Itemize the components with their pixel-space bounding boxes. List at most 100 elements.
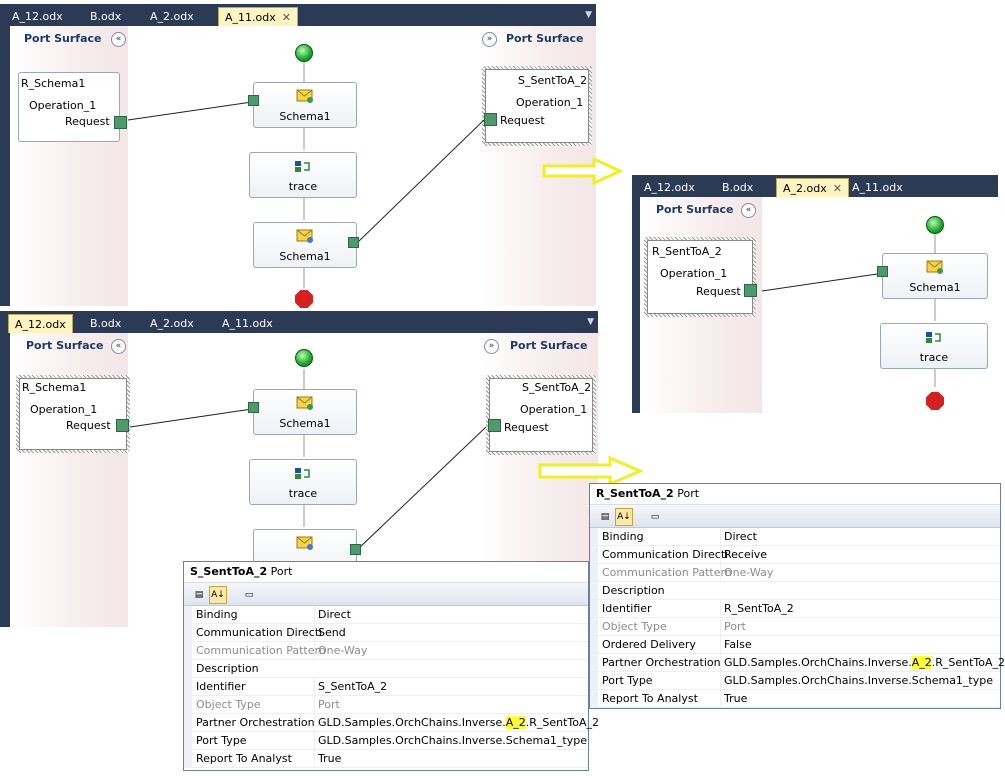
receive-shape-schema1[interactable]: Schema1: [877, 253, 988, 299]
tab-a11[interactable]: A_11.odx✕: [218, 7, 298, 27]
shape-connector[interactable]: [877, 266, 888, 277]
tab-a2[interactable]: A_2.odx: [150, 317, 194, 330]
collapse-right-icon[interactable]: »: [482, 32, 497, 47]
property-value[interactable]: Direct: [720, 528, 1000, 545]
close-icon[interactable]: ✕: [832, 182, 842, 195]
property-pages-icon[interactable]: ▭: [650, 512, 660, 522]
alphabetical-icon[interactable]: A↓: [209, 586, 227, 604]
expression-shape-trace[interactable]: trace: [249, 152, 357, 198]
tab-b[interactable]: B.odx: [722, 181, 754, 194]
tab-a12[interactable]: A_12.odx: [644, 181, 695, 194]
shape-connector[interactable]: [248, 95, 259, 106]
window-frame: [632, 197, 640, 413]
start-icon[interactable]: [295, 44, 313, 62]
shape-connector[interactable]: [248, 402, 259, 413]
shape-connector[interactable]: [348, 237, 359, 248]
property-value[interactable]: Send: [314, 624, 588, 641]
property-value[interactable]: True: [314, 750, 588, 767]
close-icon[interactable]: ✕: [281, 11, 291, 24]
property-name: Identifier: [196, 680, 246, 693]
stop-icon[interactable]: [295, 290, 313, 308]
collapse-left-icon[interactable]: «: [111, 339, 126, 354]
shape-connector[interactable]: [350, 544, 361, 555]
expression-shape-trace[interactable]: trace: [880, 323, 988, 369]
port-connector[interactable]: [484, 113, 497, 126]
port-r-schema1[interactable]: R_Schema1 Operation_1 Request: [18, 72, 127, 142]
property-row[interactable]: Description: [590, 582, 1000, 600]
port-connector[interactable]: [116, 419, 129, 432]
tab-a12[interactable]: A_12.odx: [12, 10, 63, 23]
receive-shape-schema1[interactable]: Schema1: [248, 389, 357, 435]
categorized-icon[interactable]: ▤: [194, 590, 204, 600]
tab-a11[interactable]: A_11.odx: [222, 317, 273, 330]
property-name: Ordered Delivery: [602, 638, 696, 651]
tab-a2[interactable]: A_2.odx: [150, 10, 194, 23]
property-value[interactable]: S_SentToA_2: [314, 678, 588, 695]
property-value[interactable]: True: [720, 690, 1000, 707]
arrow-icon: [538, 455, 644, 487]
property-value[interactable]: Direct: [314, 606, 588, 623]
property-value[interactable]: False: [720, 636, 1000, 653]
property-pages-icon[interactable]: ▭: [244, 590, 254, 600]
property-value[interactable]: Receive: [720, 546, 1000, 563]
start-icon[interactable]: [295, 349, 313, 367]
port-s-senttoa2[interactable]: S_SentToA_2 Operation_1 Request: [486, 375, 596, 455]
alphabetical-icon[interactable]: A↓: [615, 508, 633, 526]
property-row[interactable]: Description: [184, 660, 588, 678]
property-name: Object Type: [196, 698, 261, 711]
property-value[interactable]: GLD.Samples.OrchChains.Inverse.Schema1_t…: [314, 732, 588, 749]
collapse-left-icon[interactable]: «: [111, 32, 126, 47]
expression-shape-trace[interactable]: trace: [249, 459, 357, 505]
chevron-down-icon[interactable]: ▼: [585, 10, 592, 20]
tab-a12[interactable]: A_12.odx: [8, 314, 73, 334]
property-row[interactable]: Identifier S_SentToA_2: [184, 678, 588, 696]
properties-toolbar: ▤ A↓ ▭: [590, 505, 1000, 528]
port-connector[interactable]: [114, 116, 127, 129]
property-value[interactable]: GLD.Samples.OrchChains.Inverse.A_2.R_Sen…: [314, 714, 599, 731]
collapse-left-icon[interactable]: «: [741, 203, 756, 218]
property-value[interactable]: R_SentToA_2: [720, 600, 1000, 617]
send-shape-schema1[interactable]: Schema1: [248, 82, 357, 128]
property-value[interactable]: Port: [720, 618, 1000, 635]
tab-b[interactable]: B.odx: [90, 10, 122, 23]
operation-name: Operation_1: [660, 267, 728, 280]
port-s-senttoa2[interactable]: S_SentToA_2 Operation_1 Request: [482, 66, 592, 146]
property-value[interactable]: GLD.Samples.OrchChains.Inverse.A_2.R_Sen…: [720, 654, 1005, 671]
tab-b[interactable]: B.odx: [90, 317, 122, 330]
port-r-senttoa2[interactable]: R_SentToA_2 Operation_1 Request: [644, 237, 757, 317]
start-icon[interactable]: [926, 216, 944, 234]
property-row[interactable]: Ordered Delivery False: [590, 636, 1000, 654]
property-value[interactable]: GLD.Samples.OrchChains.Inverse.Schema1_t…: [720, 672, 1000, 689]
property-value[interactable]: One-Way: [720, 564, 1000, 581]
port-r-schema1[interactable]: R_Schema1 Operation_1 Request: [16, 375, 130, 453]
property-row[interactable]: Object Type Port: [184, 696, 588, 714]
tab-a2[interactable]: A_2.odx✕: [776, 178, 849, 198]
property-name: Communication Directi: [602, 548, 729, 561]
stop-icon[interactable]: [926, 392, 944, 410]
port-connector[interactable]: [744, 284, 757, 297]
design-canvas: Port Surface « R_SentToA_2 Operation_1 R…: [632, 197, 998, 413]
tab-a11[interactable]: A_11.odx: [852, 181, 903, 194]
chevron-down-icon[interactable]: ▼: [587, 317, 594, 327]
collapse-right-icon[interactable]: »: [484, 339, 499, 354]
property-value[interactable]: Port: [314, 696, 588, 713]
port-connector[interactable]: [488, 419, 501, 432]
send-shape-schema1-out[interactable]: Schema1: [253, 222, 359, 268]
property-value[interactable]: One-Way: [314, 642, 588, 659]
categorized-icon[interactable]: ▤: [600, 512, 610, 522]
